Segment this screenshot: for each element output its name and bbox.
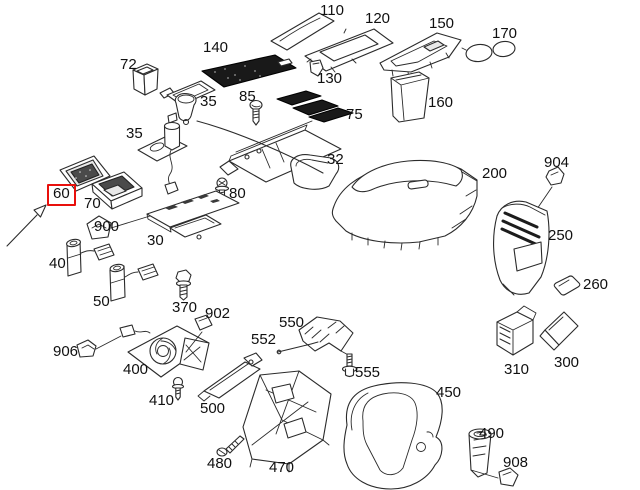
part-label-480: 480 — [207, 455, 233, 472]
part-label-80: 80 — [229, 185, 246, 202]
part-label-72: 72 — [120, 56, 137, 73]
part-label-470: 470 — [269, 459, 295, 476]
part-drawing-410-screw — [171, 376, 185, 401]
part-label-130: 130 — [317, 70, 343, 87]
part-label-120: 120 — [365, 10, 391, 27]
part-label-400: 400 — [123, 361, 149, 378]
part-label-200: 200 — [482, 165, 508, 182]
part-label-170: 170 — [492, 25, 518, 42]
part-label-908: 908 — [503, 454, 529, 471]
part-drawing-60-tray — [59, 155, 111, 192]
part-label-50: 50 — [93, 293, 110, 310]
red-highlight-arrow — [6, 204, 47, 247]
part-drawing-900-connector — [86, 215, 151, 240]
part-drawing-480-screw — [216, 435, 245, 457]
part-drawing-490-socket — [468, 428, 492, 478]
part-label-30: 30 — [147, 232, 164, 249]
part-drawing-32-carrier — [219, 120, 342, 190]
part-drawing-470-frame — [242, 370, 332, 473]
part-label-35-lower: 35 — [126, 125, 143, 142]
part-label-140: 140 — [203, 39, 229, 56]
part-drawing-908-connector — [470, 467, 519, 487]
part-label-310: 310 — [504, 361, 530, 378]
part-label-110: 110 — [320, 2, 344, 19]
part-drawing-310-box — [496, 305, 537, 356]
part-drawing-160-bin — [390, 71, 430, 123]
part-drawing-370-screw — [175, 269, 192, 301]
part-label-250: 250 — [548, 227, 574, 244]
part-label-550: 550 — [279, 314, 305, 331]
part-drawing-450-armrest — [343, 382, 443, 490]
part-drawing-200-console — [331, 159, 478, 251]
part-label-35-upper: 35 — [200, 93, 217, 110]
part-drawing-400-module — [119, 324, 210, 378]
part-drawing-300-pads — [539, 311, 579, 351]
part-label-906: 906 — [53, 343, 79, 360]
part-label-150: 150 — [429, 15, 455, 32]
part-label-500: 500 — [200, 400, 226, 417]
part-drawing-555-screw — [341, 353, 358, 378]
part-drawing-50-switches — [109, 263, 159, 302]
part-drawing-72-holder — [132, 63, 159, 96]
part-drawing-260-pad — [553, 275, 581, 296]
part-drawing-35-lower — [137, 112, 188, 195]
part-label-70: 70 — [84, 195, 101, 212]
part-drawing-35-upper — [159, 80, 216, 126]
part-label-410: 410 — [149, 392, 175, 409]
part-label-555: 555 — [355, 364, 381, 381]
part-drawing-75-mat — [276, 90, 354, 123]
part-drawing-170-loop — [461, 40, 516, 63]
part-drawing-linkage-rod — [196, 120, 324, 174]
part-label-260: 260 — [583, 276, 609, 293]
part-label-32: 32 — [327, 151, 344, 168]
part-label-85: 85 — [239, 88, 256, 105]
part-drawing-902-connector — [185, 314, 213, 353]
part-label-904: 904 — [544, 154, 570, 171]
part-label-552: 552 — [251, 331, 277, 348]
part-label-40: 40 — [49, 255, 66, 272]
part-drawing-85-screw — [249, 99, 263, 126]
part-label-300: 300 — [554, 354, 580, 371]
part-drawing-250-panel — [493, 200, 550, 296]
part-label-900: 900 — [94, 218, 120, 235]
part-drawing-140-mat — [201, 54, 297, 88]
part-label-902: 902 — [205, 305, 231, 322]
part-drawing-30-board — [146, 190, 240, 240]
part-label-490: 490 — [479, 425, 505, 442]
part-drawing-40-switches — [66, 238, 115, 277]
part-drawing-500-arm — [197, 352, 263, 402]
part-drawing-550-bracket — [298, 316, 354, 358]
part-drawing-150-trim — [379, 32, 462, 79]
part-label-75: 75 — [346, 106, 363, 123]
part-label-60: 60 — [47, 184, 76, 206]
part-drawing-906-connector — [76, 335, 122, 358]
part-label-160: 160 — [428, 94, 454, 111]
part-drawing-70-ashtray — [91, 171, 143, 210]
part-drawing-552-rod — [276, 341, 319, 355]
part-label-370: 370 — [172, 299, 198, 316]
part-drawing-130-clip — [309, 59, 324, 77]
part-label-450: 450 — [436, 384, 462, 401]
part-drawing-110-lid — [270, 12, 335, 51]
